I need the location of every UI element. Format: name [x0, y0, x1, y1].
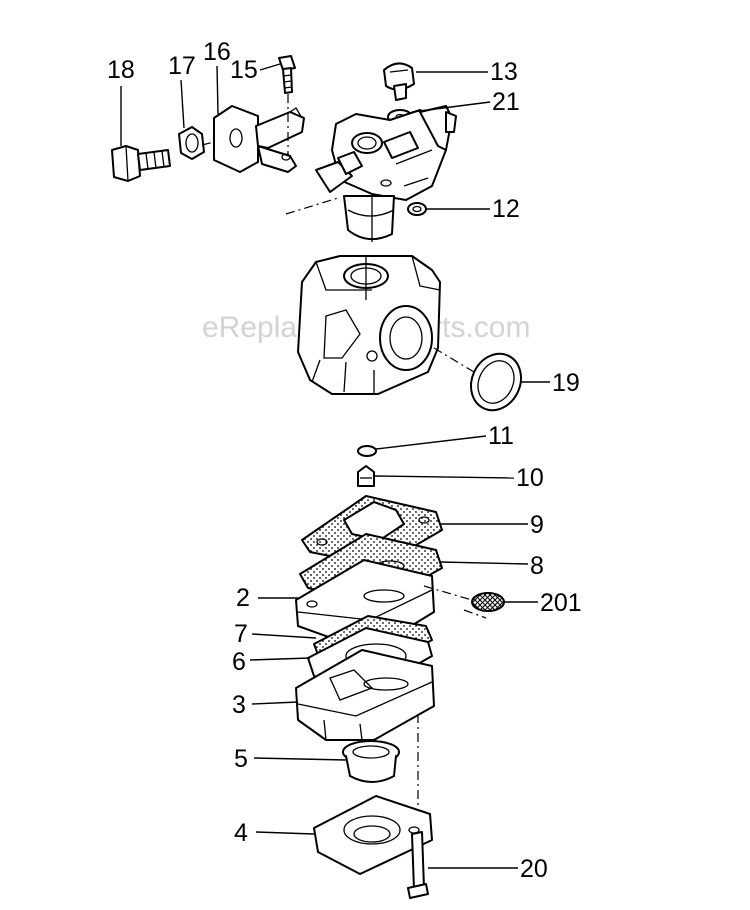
label-3: 3	[232, 691, 246, 719]
label-21: 21	[492, 88, 520, 116]
alignment-line-filter	[423, 585, 487, 619]
part-3-metering-body	[295, 649, 435, 741]
label-5: 5	[234, 745, 248, 773]
part-13-adjust-screw	[383, 62, 415, 101]
label-2: 2	[236, 584, 250, 612]
label-15: 15	[230, 56, 258, 84]
label-8: 8	[530, 552, 544, 580]
part-15-screw	[278, 55, 296, 94]
label-9: 9	[530, 511, 544, 539]
label-7: 7	[234, 620, 248, 648]
part-17-nut	[178, 126, 205, 160]
label-18: 18	[107, 56, 135, 84]
label-17: 17	[168, 52, 196, 80]
label-13: 13	[490, 58, 518, 86]
part-10-fitting	[357, 465, 375, 487]
label-201: 201	[540, 589, 582, 617]
label-10: 10	[516, 464, 544, 492]
leader-lines	[120, 63, 550, 869]
part-20-screw	[407, 831, 429, 899]
label-20: 20	[520, 855, 548, 883]
label-12: 12	[492, 195, 520, 223]
part-5-cup	[342, 740, 400, 783]
carburetor-body	[315, 105, 457, 242]
part-18-bolt	[111, 145, 171, 182]
alignment-line-top	[201, 94, 339, 215]
part-16-bracket	[213, 105, 305, 173]
label-11: 11	[488, 422, 514, 450]
part-19-gasket-ring	[470, 352, 522, 412]
throttle-body	[297, 255, 441, 395]
part-12-o-ring	[407, 202, 427, 216]
part-labels: 18 17 16 15 13 21 12 19 11 10 9 8 2 201 …	[107, 38, 582, 883]
label-16: 16	[203, 38, 231, 66]
part-11-o-ring	[357, 445, 377, 457]
label-6: 6	[232, 648, 246, 676]
part-201-filter-screen	[471, 592, 505, 612]
alignment-line-mid	[433, 347, 475, 373]
label-4: 4	[234, 819, 248, 847]
label-19: 19	[552, 369, 580, 397]
part-4-cover	[313, 795, 433, 875]
